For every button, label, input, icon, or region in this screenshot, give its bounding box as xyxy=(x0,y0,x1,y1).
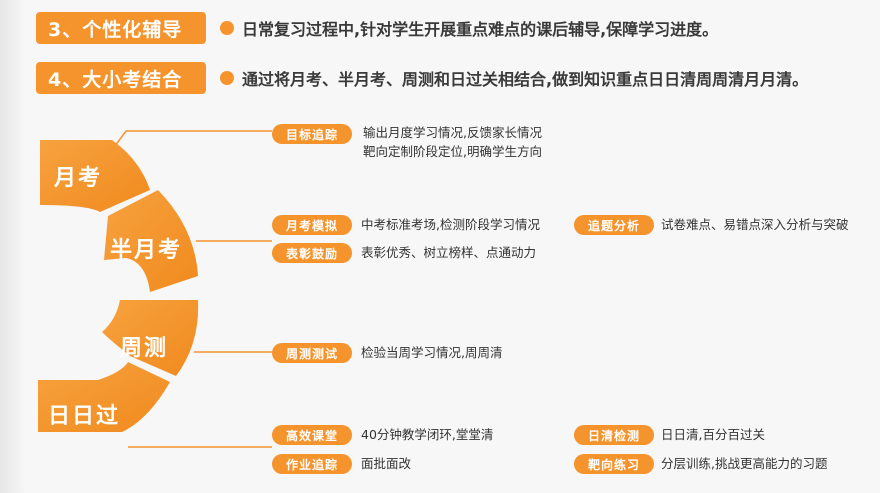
desc-weekly-test: 检验当周学习情况,周周清 xyxy=(361,345,503,360)
desc-targeted-practice: 分层训练,挑战更高能力的习题 xyxy=(661,456,828,471)
rule-row-tutoring: 3、个性化辅导 日常复习过程中,针对学生开展重点难点的课后辅导,保障学习进度。 xyxy=(36,12,718,44)
segment-weekly-label: 周测 xyxy=(120,336,169,361)
desc-question-analysis: 试卷难点、易错点深入分析与突破 xyxy=(661,217,849,232)
rule-tag-tutoring: 3、个性化辅导 xyxy=(36,12,206,44)
pill-homework-tracking: 作业追踪 xyxy=(272,454,352,474)
rule-text-tutoring: 日常复习过程中,针对学生开展重点难点的课后辅导,保障学习进度。 xyxy=(242,20,719,39)
pill-weekly-test: 周测测试 xyxy=(272,343,352,363)
pill-goal-tracking: 目标追踪 xyxy=(272,124,352,144)
desc-goal-tracking-line1: 输出月度学习情况,反馈家长情况 xyxy=(363,125,542,140)
pill-question-analysis: 追题分析 xyxy=(574,215,654,235)
desc-efficient-class: 40分钟教学闭环,堂堂清 xyxy=(361,427,494,442)
rule-text-exams: 通过将月考、半月考、周测和日过关相结合,做到知识重点日日清周周清月月清。 xyxy=(242,70,809,89)
desc-daily-check: 日日清,百分百过关 xyxy=(661,427,765,442)
segment-monthly-label: 月考 xyxy=(54,166,103,191)
segment-monthly-shape xyxy=(40,140,150,212)
connector-monthly xyxy=(111,130,272,151)
bullet-dot-icon xyxy=(220,71,234,85)
desc-homework-tracking: 面批面改 xyxy=(361,456,412,471)
rule-row-exams: 4、大小考结合 通过将月考、半月考、周测和日过关相结合,做到知识重点日日清周周清… xyxy=(36,62,808,94)
pill-targeted-practice: 靶向练习 xyxy=(574,454,654,474)
pill-efficient-class: 高效课堂 xyxy=(272,425,352,445)
desc-praise-encourage: 表彰优秀、树立榜样、点通动力 xyxy=(361,245,537,260)
segment-half-monthly-label: 半月考 xyxy=(110,238,183,263)
segment-daily-label: 日日过 xyxy=(48,404,121,429)
page-shadow xyxy=(0,0,26,493)
rule-tag-exams: 4、大小考结合 xyxy=(36,62,206,94)
pill-monthly-mock: 月考模拟 xyxy=(272,215,352,235)
segment-weekly-shape xyxy=(102,300,199,376)
desc-goal-tracking-line2: 靶向定制阶段定位,明确学生方向 xyxy=(363,144,542,159)
pill-praise-encourage: 表彰鼓励 xyxy=(272,243,352,263)
pill-daily-check: 日清检测 xyxy=(574,425,654,445)
desc-monthly-mock: 中考标准考场,检测阶段学习情况 xyxy=(361,217,540,232)
bullet-dot-icon xyxy=(220,21,234,35)
segment-half-monthly-shape xyxy=(104,190,198,292)
segment-daily-shape xyxy=(38,362,170,432)
